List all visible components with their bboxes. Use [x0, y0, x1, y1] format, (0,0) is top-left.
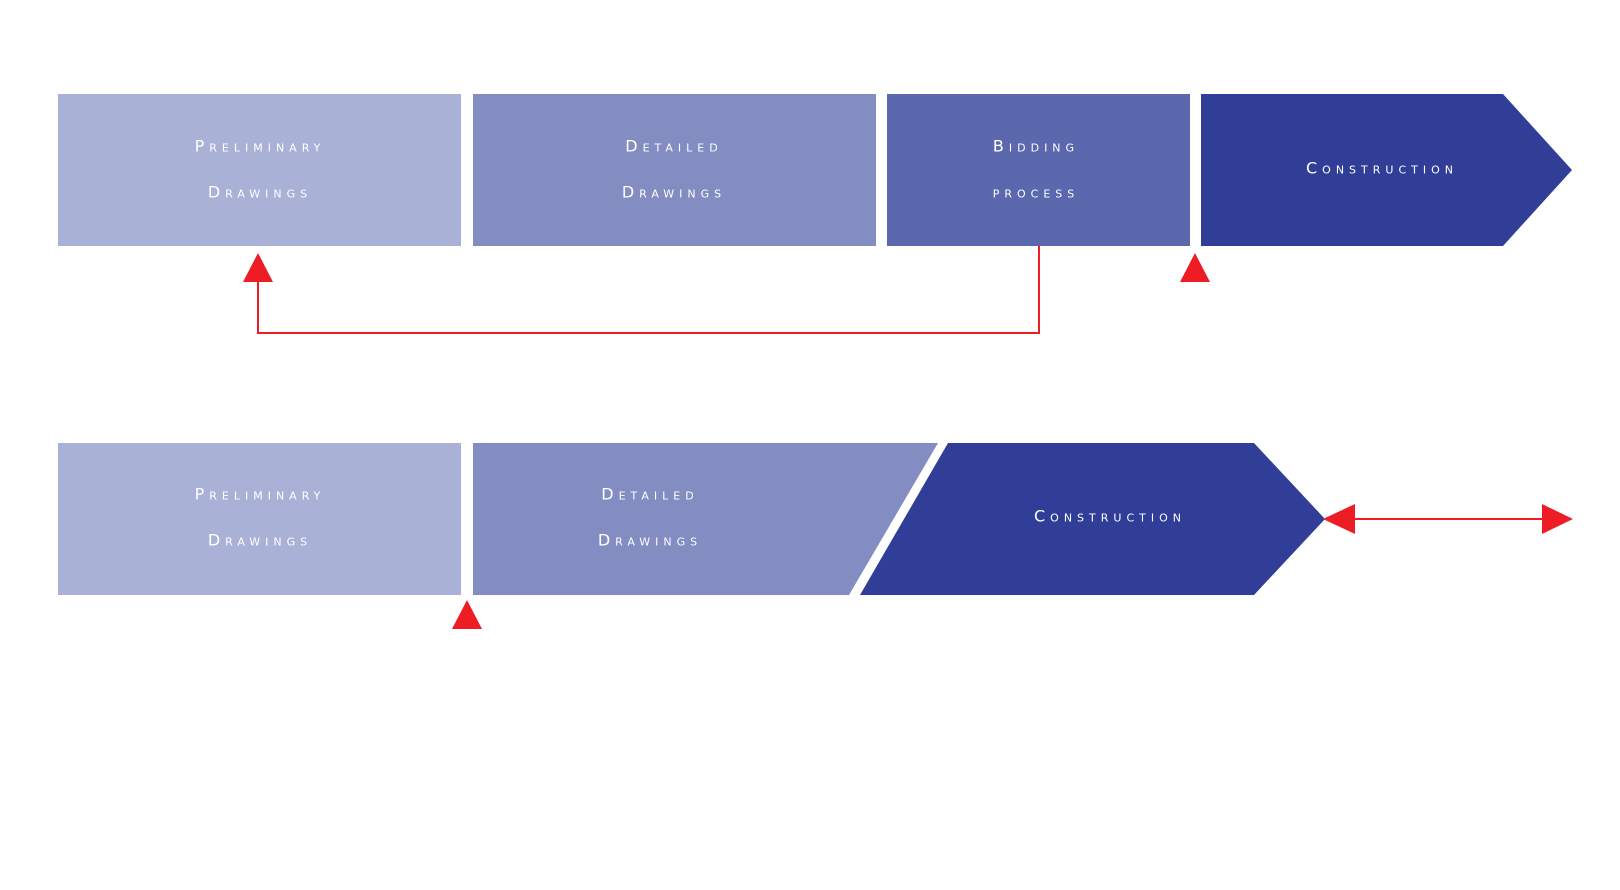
- seq-bidding-box: [887, 94, 1190, 246]
- overlapped-process-row: Preliminary Drawings Detailed Drawings C…: [58, 443, 1573, 629]
- ovl-preliminary-drawings-stage: Preliminary Drawings: [58, 443, 461, 595]
- schedule-savings-left-arrowhead: [1323, 504, 1355, 534]
- seq-preliminary-drawings-stage: Preliminary Drawings: [58, 94, 461, 246]
- ovl-detailed-line2: Drawings: [598, 531, 702, 550]
- schedule-savings-indicator: [1323, 504, 1573, 534]
- seq-preliminary-box: [58, 94, 461, 246]
- ovl-detailed-shape: [473, 443, 938, 595]
- ovl-preliminary-line2: Drawings: [208, 531, 312, 550]
- seq-bidding-process-stage: Bidding process: [887, 94, 1190, 246]
- ovl-construction-start-marker: [452, 600, 482, 629]
- seq-bidding-line2: process: [993, 183, 1080, 202]
- seq-preliminary-line2: Drawings: [208, 183, 312, 202]
- seq-detailed-line2: Drawings: [622, 183, 726, 202]
- seq-bidding-line1: Bidding: [993, 137, 1079, 156]
- seq-construction-arrow-shape: [1201, 94, 1572, 246]
- seq-construction-line1: Construction: [1306, 159, 1458, 178]
- seq-construction-start-marker: [1180, 253, 1210, 282]
- ovl-construction-stage: Construction: [860, 443, 1325, 595]
- sequential-process-row: Preliminary Drawings Detailed Drawings B…: [58, 94, 1572, 334]
- ovl-preliminary-box: [58, 443, 461, 595]
- seq-construction-stage: Construction: [1201, 94, 1572, 246]
- ovl-construction-line1: Construction: [1034, 507, 1186, 526]
- ovl-detailed-line1: Detailed: [601, 485, 698, 504]
- seq-detailed-drawings-stage: Detailed Drawings: [473, 94, 876, 246]
- ovl-construction-arrow-shape: [860, 443, 1325, 595]
- redesign-feedback-loop: [243, 246, 1040, 334]
- seq-preliminary-line1: Preliminary: [195, 137, 326, 156]
- ovl-detailed-drawings-stage: Detailed Drawings: [473, 443, 938, 595]
- ovl-preliminary-line1: Preliminary: [195, 485, 326, 504]
- feedback-loop-line: [257, 246, 1040, 334]
- seq-detailed-line1: Detailed: [625, 137, 722, 156]
- seq-detailed-box: [473, 94, 876, 246]
- schedule-savings-right-arrowhead: [1542, 504, 1573, 534]
- feedback-loop-arrowhead: [243, 253, 273, 282]
